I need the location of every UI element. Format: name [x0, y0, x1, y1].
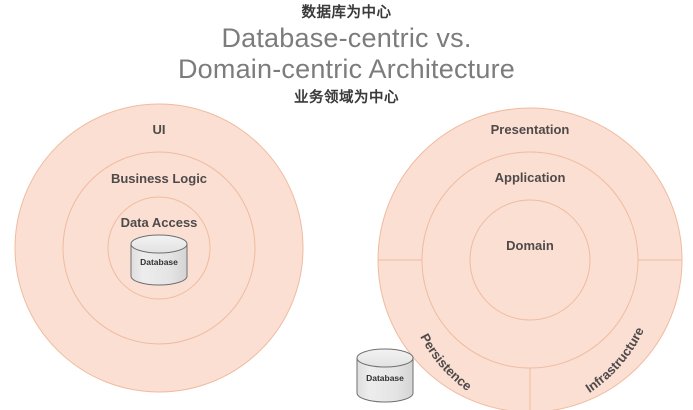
- left-architecture-circle: UI Business Logic Data Access Database: [14, 103, 304, 393]
- inner-database-label: Database: [140, 257, 178, 267]
- right-architecture-circle: Presentation Application Domain Persiste…: [377, 107, 683, 410]
- ring-label-ui: UI: [153, 122, 166, 137]
- ring-label-presentation: Presentation: [491, 122, 570, 137]
- external-database-label: Database: [366, 373, 404, 383]
- external-database-cylinder[interactable]: Database: [356, 348, 414, 403]
- ring-domain[interactable]: [469, 199, 591, 321]
- ring-label-domain: Domain: [506, 238, 554, 253]
- inner-database-cylinder[interactable]: Database: [130, 234, 188, 286]
- ring-label-business-logic: Business Logic: [111, 171, 207, 186]
- ring-label-data-access: Data Access: [121, 215, 198, 230]
- ring-label-application: Application: [495, 170, 566, 185]
